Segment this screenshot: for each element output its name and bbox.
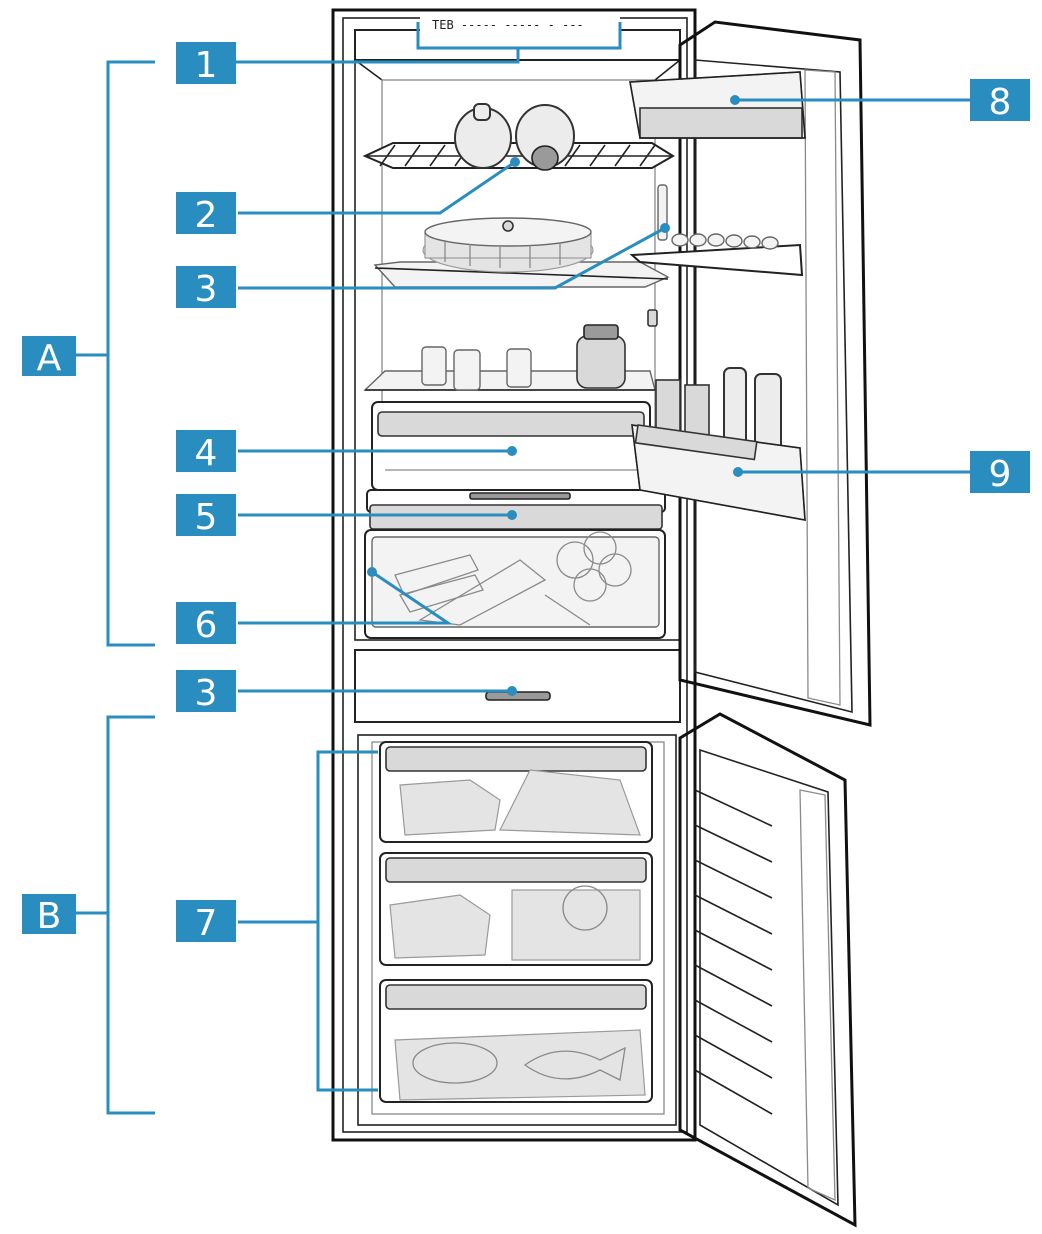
callout-label-2: 2 bbox=[195, 195, 218, 236]
egg-tray bbox=[629, 233, 804, 277]
humidity-control-cover bbox=[366, 489, 666, 530]
zone-label-a: A bbox=[37, 338, 62, 379]
callout-badge-3-upper: 3 bbox=[176, 266, 236, 310]
glass-shelf-lower bbox=[363, 324, 656, 391]
callout-badge-7: 7 bbox=[176, 900, 236, 944]
freezer-door bbox=[678, 712, 857, 1228]
freezer-drawer-middle bbox=[379, 852, 653, 966]
freezer-door-ridges bbox=[694, 789, 773, 1115]
callout-badge-5: 5 bbox=[176, 494, 236, 538]
control-panel-text: TEB ----- ----- - --- bbox=[432, 18, 584, 32]
drawer-handle bbox=[485, 691, 551, 701]
zone-bracket-b bbox=[76, 715, 155, 1115]
vegetable-drawer bbox=[364, 529, 666, 639]
freshness-drawer-front bbox=[354, 649, 681, 723]
callout-label-4: 4 bbox=[195, 433, 218, 474]
freezer-drawers bbox=[379, 741, 653, 1103]
callout-badge-9: 9 bbox=[970, 451, 1030, 495]
callout-label-7: 7 bbox=[195, 903, 218, 944]
callout-label-6: 6 bbox=[195, 605, 218, 646]
appliance-cabinet: TEB ----- ----- - --- bbox=[331, 8, 697, 1142]
callout-badge-2: 2 bbox=[176, 192, 236, 236]
callout-badge-3-lower: 3 bbox=[176, 670, 236, 714]
callout-label-5: 5 bbox=[195, 497, 218, 538]
door-bottle-shelf bbox=[631, 367, 806, 521]
callout-badge-4: 4 bbox=[176, 430, 236, 474]
callout-label-1: 1 bbox=[195, 45, 218, 86]
fridge-interior bbox=[362, 103, 675, 639]
callout-label-3-upper: 3 bbox=[195, 269, 218, 310]
zone-badge-b: B bbox=[22, 894, 76, 937]
freezer-drawer-top bbox=[379, 741, 653, 843]
callout-label-3-lower: 3 bbox=[195, 673, 218, 714]
callout-badge-8: 8 bbox=[970, 79, 1030, 123]
wine-rack bbox=[362, 103, 675, 171]
callout-leaders bbox=[235, 22, 970, 1092]
zone-bracket-a bbox=[76, 60, 155, 647]
callout-badge-1: 1 bbox=[176, 42, 236, 86]
freezer-drawer-bottom bbox=[379, 979, 653, 1103]
small-lamp bbox=[647, 309, 658, 327]
zone-badge-a: A bbox=[22, 336, 76, 379]
chiller-drawer bbox=[371, 401, 651, 491]
door-shelf-top bbox=[629, 71, 806, 139]
zone-label-b: B bbox=[37, 896, 62, 937]
callout-badge-6: 6 bbox=[176, 602, 236, 646]
glass-shelf-upper bbox=[373, 217, 670, 288]
fridge-door bbox=[629, 20, 872, 727]
callout-label-8: 8 bbox=[989, 82, 1012, 123]
callout-label-9: 9 bbox=[989, 454, 1012, 495]
